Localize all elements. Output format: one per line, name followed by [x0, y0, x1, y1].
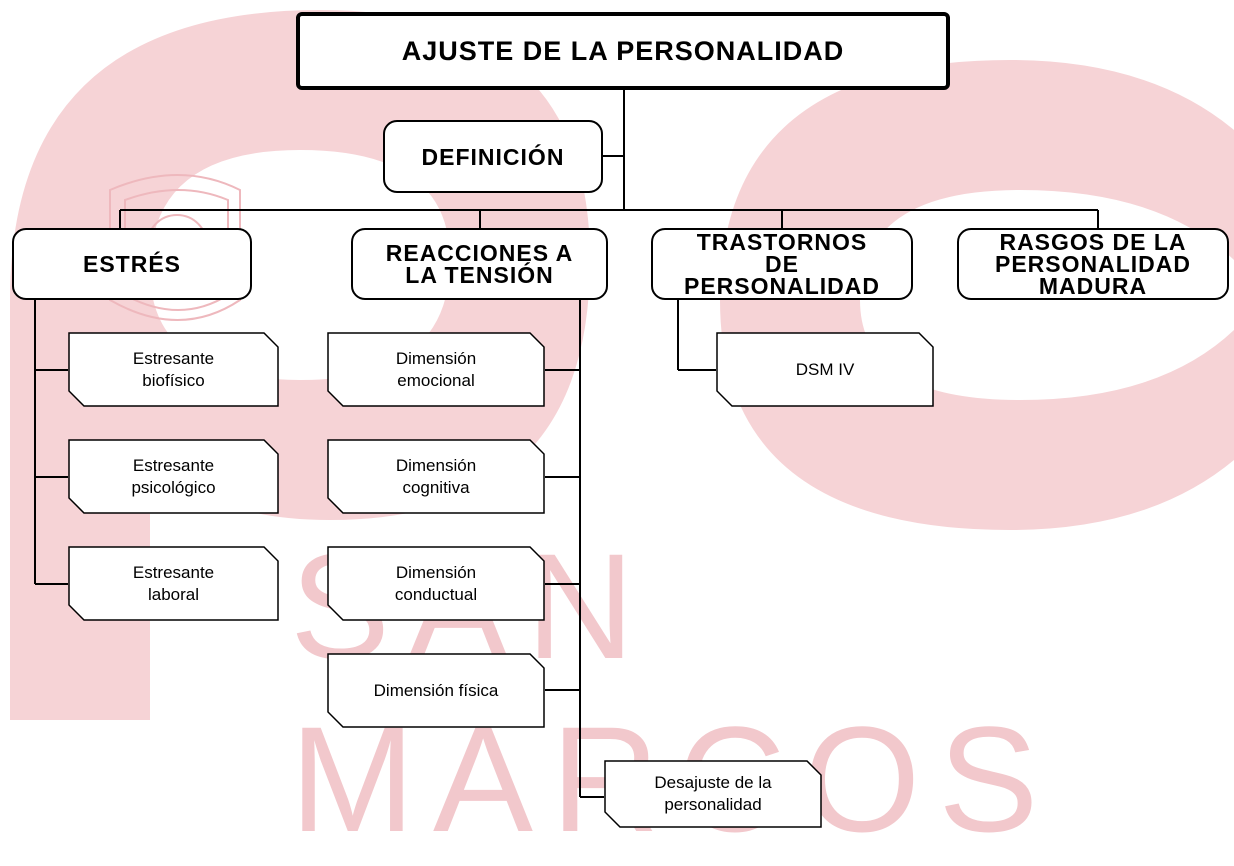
trastornos-child-dsm-label: DSM IV [795, 359, 855, 379]
reacciones-child-emocional: Dimensión emocional [327, 332, 545, 407]
estres-child-laboral-label: Estresante laboral [132, 562, 215, 604]
reacciones-extra-desajuste: Desajuste de la personalidad [604, 760, 822, 828]
reacciones-child-emocional-label: Dimensión emocional [395, 348, 477, 390]
trastornos-node: TRASTORNOS DE PERSONALIDAD [651, 228, 913, 300]
trastornos-child-dsm: DSM IV [716, 332, 934, 407]
reacciones-child-conductual: Dimensión conductual [327, 546, 545, 621]
estres-node: ESTRÉS [12, 228, 252, 300]
estres-child-psicologico: Estresante psicológico [68, 439, 279, 514]
estres-child-laboral: Estresante laboral [68, 546, 279, 621]
reacciones-child-fisica: Dimensión física [327, 653, 545, 728]
reacciones-child-cognitiva-label: Dimensión cognitiva [395, 455, 477, 497]
definition-node: DEFINICIÓN [383, 120, 603, 193]
connector-lines [34, 88, 1099, 798]
rasgos-node: RASGOS DE LA PERSONALIDAD MADURA [957, 228, 1229, 300]
reacciones-child-conductual-label: Dimensión conductual [394, 562, 478, 604]
estres-child-psicologico-label: Estresante psicológico [131, 455, 216, 497]
reacciones-extra-desajuste-label: Desajuste de la personalidad [654, 773, 772, 814]
reacciones-child-cognitiva: Dimensión cognitiva [327, 439, 545, 514]
root-node: AJUSTE DE LA PERSONALIDAD [296, 12, 950, 90]
estres-child-biofisico-label: Estresante biofísico [132, 348, 215, 390]
reacciones-node: REACCIONES A LA TENSIÓN [351, 228, 608, 300]
estres-child-biofisico: Estresante biofísico [68, 332, 279, 407]
reacciones-child-fisica-label: Dimensión física [373, 680, 499, 700]
